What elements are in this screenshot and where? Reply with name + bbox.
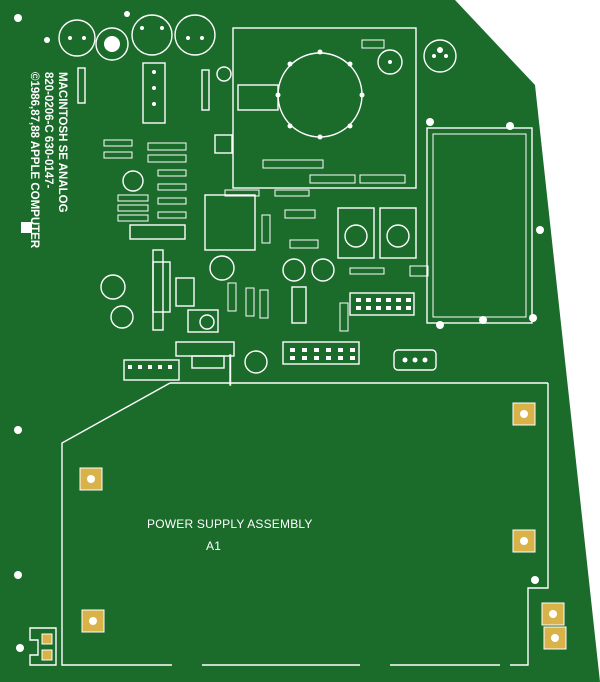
board-title-block: MACINTOSH SE ANALOG 820-0206-C 630-0147-… [28,72,68,249]
capacitors-top [58,14,457,75]
bottom-left-connector [29,627,57,666]
power-supply-outline [61,382,549,666]
assembly-label: POWER SUPPLY ASSEMBLY [147,517,313,531]
assembly-ref: A1 [206,539,221,553]
connector-frame-right [426,127,533,324]
mounting-holes [14,11,544,652]
gold-pads [79,402,567,650]
components-middle [224,189,437,371]
board-title-line-2: 820-0206-C 630-0147- [42,72,54,189]
board-title-line-3: ©1986,87,88 APPLE COMPUTER [28,72,40,249]
title-marker [21,222,32,233]
components-left [77,62,268,386]
board-title-line-1: MACINTOSH SE ANALOG [56,72,68,213]
transformer-block [232,27,417,189]
